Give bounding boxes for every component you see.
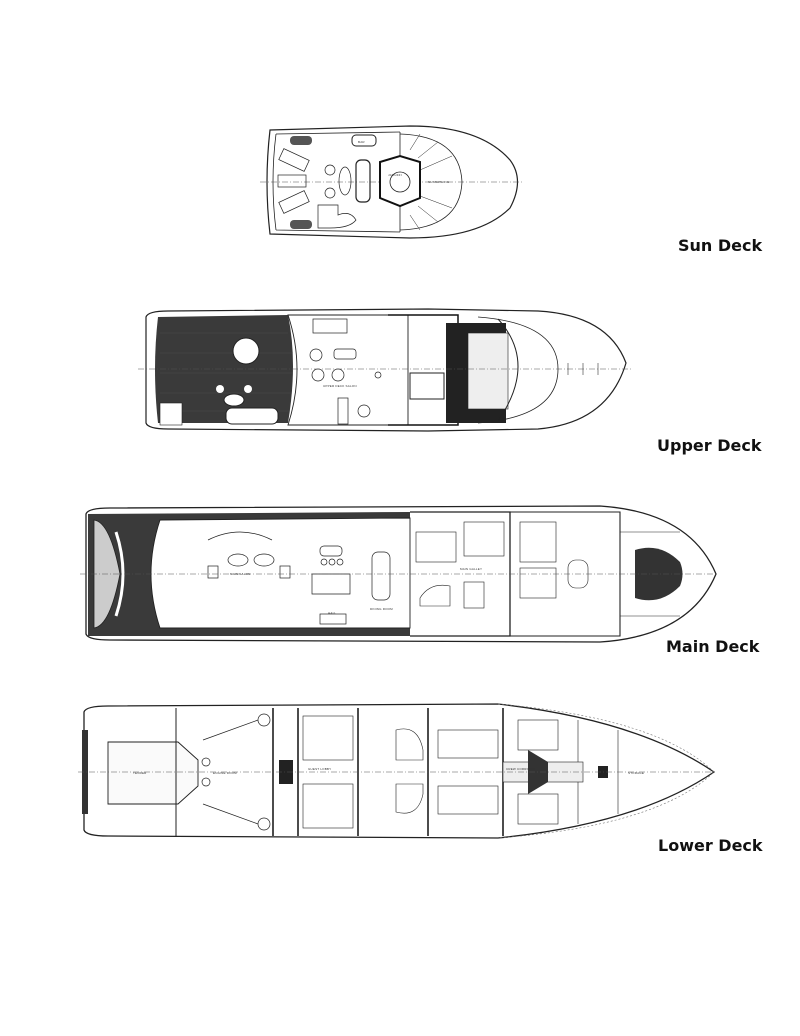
hall-label: HALL: [328, 611, 336, 615]
lower-deck-drawing: TENDER ENGINE ROOM GUEST LOBBY CREW CORR…: [78, 703, 716, 839]
main-deck-title: Main Deck: [666, 637, 760, 656]
tender-label: TENDER: [133, 771, 147, 775]
guest-lobby-label: GUEST LOBBY: [308, 767, 331, 771]
main-salon-label: MAIN SALON: [230, 572, 251, 576]
engine-room-label: ENGINE ROOM: [213, 771, 237, 775]
main-deck-plan: MAIN SALON HALL DINING ROOM MAIN GALLEY: [80, 502, 720, 647]
sun-deck-drawing: BAR JACUZZI SUNBATHING: [260, 125, 522, 239]
upper-deck-title: Upper Deck: [657, 436, 762, 455]
main-galley-label: MAIN GALLEY: [460, 567, 482, 571]
lower-deck-title: Lower Deck: [658, 836, 763, 855]
main-deck-drawing: MAIN SALON HALL DINING ROOM MAIN GALLEY: [80, 505, 717, 643]
upper-deck-plan: UPPER DECK SALON: [138, 303, 638, 438]
sunbathing-label: SUNBATHING: [428, 180, 450, 184]
upper-deck-salon-label: UPPER DECK SALON: [323, 384, 357, 388]
crew-corridor-label: CREW CORRIDOR: [506, 767, 536, 771]
upper-deck-drawing: UPPER DECK SALON: [138, 308, 633, 432]
dining-room-label: DINING ROOM: [370, 607, 393, 611]
storage-label: STORAGE: [628, 771, 644, 775]
lower-deck-plan: TENDER ENGINE ROOM GUEST LOBBY CREW CORR…: [78, 700, 718, 842]
sun-deck-title: Sun Deck: [678, 236, 763, 255]
bar-label: BAR: [358, 140, 365, 144]
jacuzzi-label: JACUZZI: [388, 173, 402, 177]
sun-deck-plan: BAR JACUZZI SUNBATHING: [260, 120, 530, 245]
